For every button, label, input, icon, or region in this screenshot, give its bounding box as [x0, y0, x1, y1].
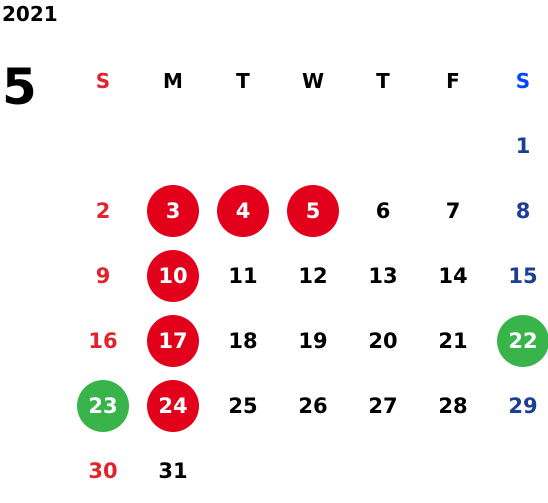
empty-cell	[278, 113, 348, 178]
empty-cell	[208, 438, 278, 503]
day-cell: 29	[488, 373, 548, 438]
special-day-circle: 22	[497, 314, 548, 367]
empty-cell	[418, 438, 488, 503]
day-cell: 11	[208, 243, 278, 308]
weekday-header-thursday: T	[376, 68, 390, 93]
day-cell: 6	[348, 178, 418, 243]
day-cell: 19	[278, 308, 348, 373]
empty-cell	[418, 113, 488, 178]
day-number: 28	[438, 393, 468, 418]
day-cell: 14	[418, 243, 488, 308]
day-number: 25	[228, 393, 258, 418]
weekday-header-wednesday: W	[301, 68, 325, 93]
empty-cell	[348, 113, 418, 178]
day-cell: 9	[68, 243, 138, 308]
empty-cell	[278, 438, 348, 503]
empty-cell	[68, 113, 138, 178]
day-number: 20	[368, 328, 398, 353]
day-number: 13	[368, 263, 398, 288]
day-number: 14	[438, 263, 468, 288]
day-number: 27	[368, 393, 398, 418]
day-cell: 26	[278, 373, 348, 438]
day-number: 1	[515, 133, 531, 158]
special-day-circle: 23	[77, 379, 129, 432]
day-cell: 3	[138, 178, 208, 243]
day-number: 16	[88, 328, 118, 353]
day-cell: 12	[278, 243, 348, 308]
day-cell: 21	[418, 308, 488, 373]
day-number: 29	[508, 393, 538, 418]
day-number: 7	[445, 198, 461, 223]
day-number: 15	[508, 263, 538, 288]
month-number: 5	[2, 58, 37, 116]
day-cell: 27	[348, 373, 418, 438]
day-number: 18	[228, 328, 258, 353]
day-cell: 20	[348, 308, 418, 373]
day-cell: 5	[278, 178, 348, 243]
day-cell: 7	[418, 178, 488, 243]
holiday-day-circle: 3	[147, 184, 199, 237]
day-cell: 10	[138, 243, 208, 308]
day-cell: 25	[208, 373, 278, 438]
empty-cell	[488, 438, 548, 503]
day-cell: 17	[138, 308, 208, 373]
day-cell: 2	[68, 178, 138, 243]
day-cell: 23	[68, 373, 138, 438]
weekday-header-saturday: S	[515, 68, 531, 93]
holiday-day-circle: 5	[287, 184, 339, 237]
day-cell: 22	[488, 308, 548, 373]
day-cell: 24	[138, 373, 208, 438]
weekday-header-monday: M	[163, 68, 183, 93]
day-number: 11	[228, 263, 258, 288]
day-number: 8	[515, 198, 531, 223]
day-number: 6	[375, 198, 391, 223]
empty-cell	[138, 113, 208, 178]
day-number: 19	[298, 328, 328, 353]
day-number: 30	[88, 458, 118, 483]
day-cell: 4	[208, 178, 278, 243]
day-cell: 1	[488, 113, 548, 178]
day-number: 26	[298, 393, 328, 418]
day-number: 31	[158, 458, 188, 483]
day-cell: 13	[348, 243, 418, 308]
day-number: 9	[95, 263, 111, 288]
holiday-day-circle: 4	[217, 184, 269, 237]
empty-cell	[208, 113, 278, 178]
weekday-header-sunday: S	[95, 68, 111, 93]
day-cell: 28	[418, 373, 488, 438]
day-cell: 31	[138, 438, 208, 503]
day-cell: 16	[68, 308, 138, 373]
year-label: 2021	[2, 2, 58, 26]
holiday-day-circle: 24	[147, 379, 199, 432]
day-cell: 8	[488, 178, 548, 243]
holiday-day-circle: 17	[147, 314, 199, 367]
day-number: 21	[438, 328, 468, 353]
day-number: 2	[95, 198, 111, 223]
day-cell: 30	[68, 438, 138, 503]
weekday-header-friday: F	[446, 68, 460, 93]
day-number: 12	[298, 263, 328, 288]
holiday-day-circle: 10	[147, 249, 199, 302]
weekday-header-tuesday: T	[236, 68, 250, 93]
empty-cell	[348, 438, 418, 503]
day-cell: 15	[488, 243, 548, 308]
day-cell: 18	[208, 308, 278, 373]
